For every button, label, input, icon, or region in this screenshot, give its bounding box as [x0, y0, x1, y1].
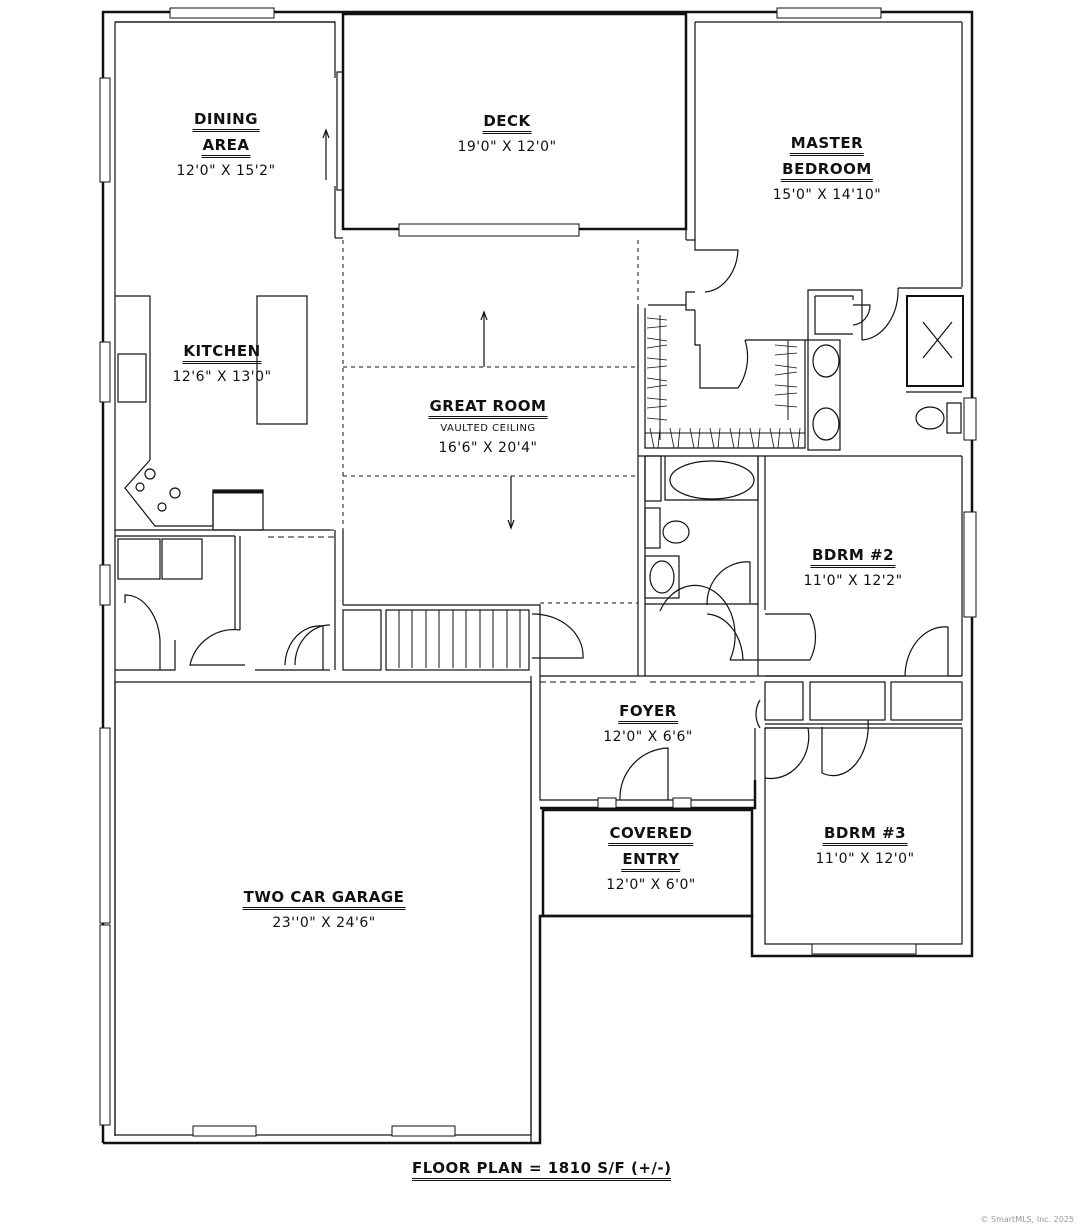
room-label-great-room: GREAT ROOM VAULTED CEILING 16'6" X 20'4" [428, 397, 548, 457]
room-dimensions: 15'0" X 14'10" [772, 187, 882, 203]
room-dimensions: 16'6" X 20'4" [438, 440, 538, 456]
room-label-deck: DECK 19'0" X 12'0" [457, 112, 556, 156]
room-name: BDRM #3 [822, 824, 908, 846]
room-dimensions: 12'0" X 15'2" [176, 163, 276, 179]
room-name: MASTER [789, 134, 865, 156]
room-label-dining: DINING AREA 12'0" X 15'2" [176, 110, 275, 180]
windows [99, 7, 977, 1137]
room-name: TWO CAR GARAGE [242, 888, 406, 910]
room-name: ENTRY [621, 850, 681, 872]
room-dimensions: 12'6" X 13'0" [172, 369, 272, 385]
room-name: FOYER [618, 702, 678, 724]
room-dimensions: 11'0" X 12'0" [815, 851, 915, 867]
room-label-bdrm-3: BDRM #3 11'0" X 12'0" [815, 824, 914, 868]
room-name: AREA [201, 136, 251, 158]
room-dimensions: 11'0" X 12'2" [803, 573, 903, 589]
room-name: COVERED [608, 824, 694, 846]
room-dimensions: 23''0" X 24'6" [272, 915, 376, 931]
room-name: BDRM #2 [810, 546, 896, 568]
room-name: DINING [192, 110, 260, 132]
room-name: GREAT ROOM [428, 397, 548, 419]
room-dimensions: 12'0" X 6'6" [603, 729, 693, 745]
room-name: BEDROOM [781, 160, 873, 182]
copyright-notice: © SmartMLS, Inc. 2025 [980, 1215, 1074, 1224]
room-name: KITCHEN [182, 342, 262, 364]
interior-wall-lines [114, 12, 964, 1143]
room-dimensions: 12'0" X 6'0" [606, 877, 696, 893]
room-label-garage: TWO CAR GARAGE 23''0" X 24'6" [242, 888, 406, 932]
room-label-covered-entry: COVERED ENTRY 12'0" X 6'0" [606, 824, 696, 894]
room-dimensions: 19'0" X 12'0" [457, 139, 557, 155]
room-name: DECK [482, 112, 532, 134]
room-label-foyer: FOYER 12'0" X 6'6" [603, 702, 693, 746]
floor-plan-area-caption: FLOOR PLAN = 1810 S/F (+/-) [412, 1159, 672, 1181]
room-label-bdrm-2: BDRM #2 11'0" X 12'2" [803, 546, 902, 590]
room-label-master-bedroom: MASTER BEDROOM 15'0" X 14'10" [773, 134, 881, 204]
room-label-kitchen: KITCHEN 12'6" X 13'0" [172, 342, 271, 386]
room-note: VAULTED CEILING [440, 423, 536, 434]
